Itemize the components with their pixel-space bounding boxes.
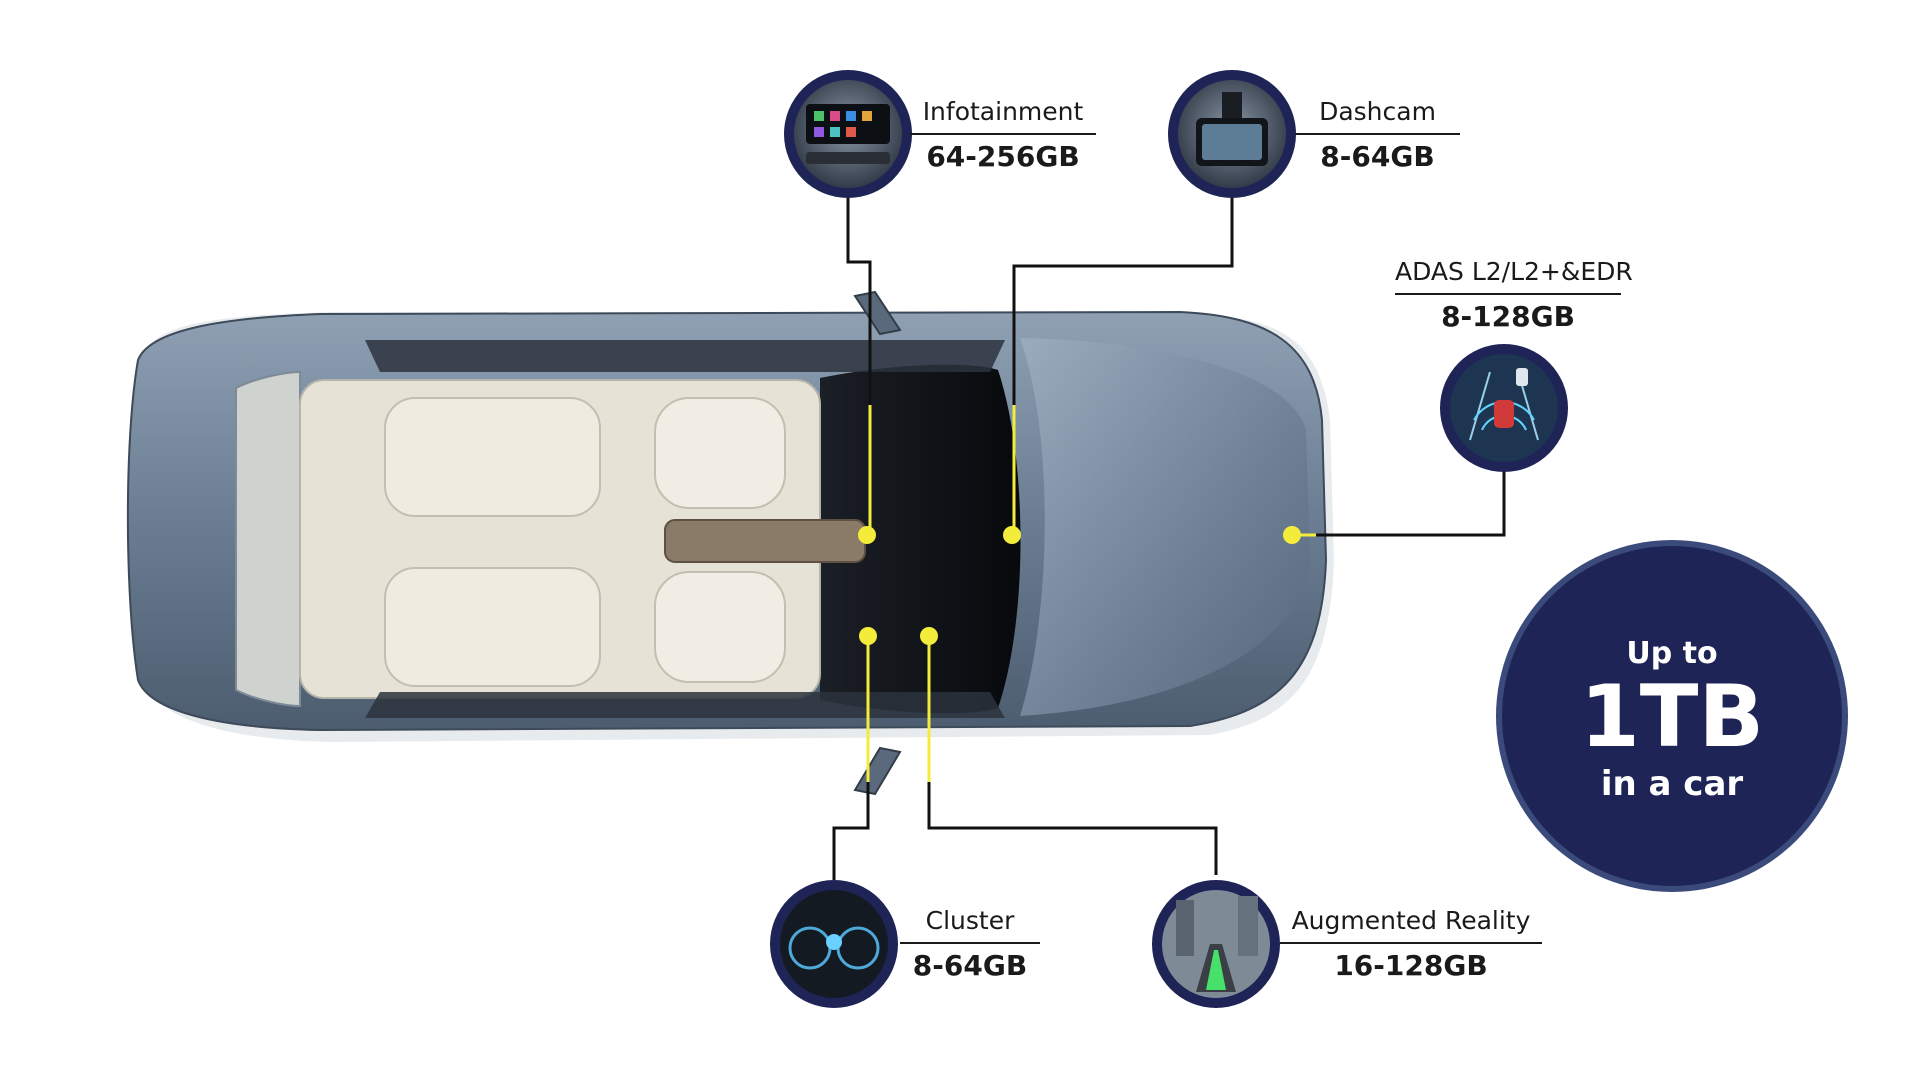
connector-cluster-lower (832, 782, 870, 880)
dashcam-label: Dashcam (1319, 97, 1436, 126)
adas-value: 8-128GB (1441, 300, 1575, 333)
augmented-reality-label: Augmented Reality (1291, 906, 1531, 935)
connectors (832, 195, 1506, 880)
summary-line-2: 1TB (1579, 667, 1765, 767)
rear-window (235, 370, 301, 708)
summary-bubble: Up to 1TB in a car (1502, 546, 1842, 886)
car-hood (1020, 338, 1310, 716)
window-bottom (365, 692, 1005, 718)
augmented-reality-icon (1152, 880, 1280, 1008)
dashcam-icon (1168, 70, 1296, 198)
window-top (365, 340, 1005, 372)
center-console (664, 519, 866, 563)
dashcam-value: 8-64GB (1320, 140, 1435, 173)
rear-bench-left (384, 397, 601, 517)
cluster-value: 8-64GB (912, 949, 1028, 982)
connector-ar-lower (927, 782, 1218, 875)
connector-infotainment-upper (846, 198, 872, 405)
car (126, 290, 1334, 796)
summary-line-3: in a car (1600, 764, 1744, 804)
mirror-bottom (853, 746, 902, 796)
mirror-top (853, 290, 902, 336)
dot-cluster (859, 627, 877, 645)
adas-radar-icon (1440, 344, 1568, 472)
dot-adas (1283, 526, 1301, 544)
connector-dashcam-upper (1012, 195, 1234, 405)
augmented-reality-underline (1280, 942, 1542, 944)
summary-line-1: Up to (1626, 636, 1718, 671)
dot-infotainment (858, 526, 876, 544)
adas-underline (1395, 293, 1621, 295)
dot-dashcam (1003, 526, 1021, 544)
front-seat-left (654, 397, 786, 509)
front-seat-right (654, 571, 786, 683)
augmented-reality-value: 16-128GB (1334, 949, 1488, 982)
rear-bench-right (384, 567, 601, 687)
instrument-cluster-icon (770, 880, 898, 1008)
adas-label: ADAS L2/L2+&EDR (1395, 257, 1633, 286)
connector-adas-line (1316, 470, 1506, 537)
infotainment-screen-icon (784, 70, 912, 198)
dashcam-underline (1295, 133, 1460, 135)
infotainment-underline (910, 133, 1096, 135)
infotainment-label: Infotainment (922, 97, 1084, 126)
infotainment-value: 64-256GB (926, 140, 1080, 173)
cluster-underline (900, 942, 1040, 944)
dot-ar (920, 627, 938, 645)
cluster-label: Cluster (925, 906, 1015, 935)
